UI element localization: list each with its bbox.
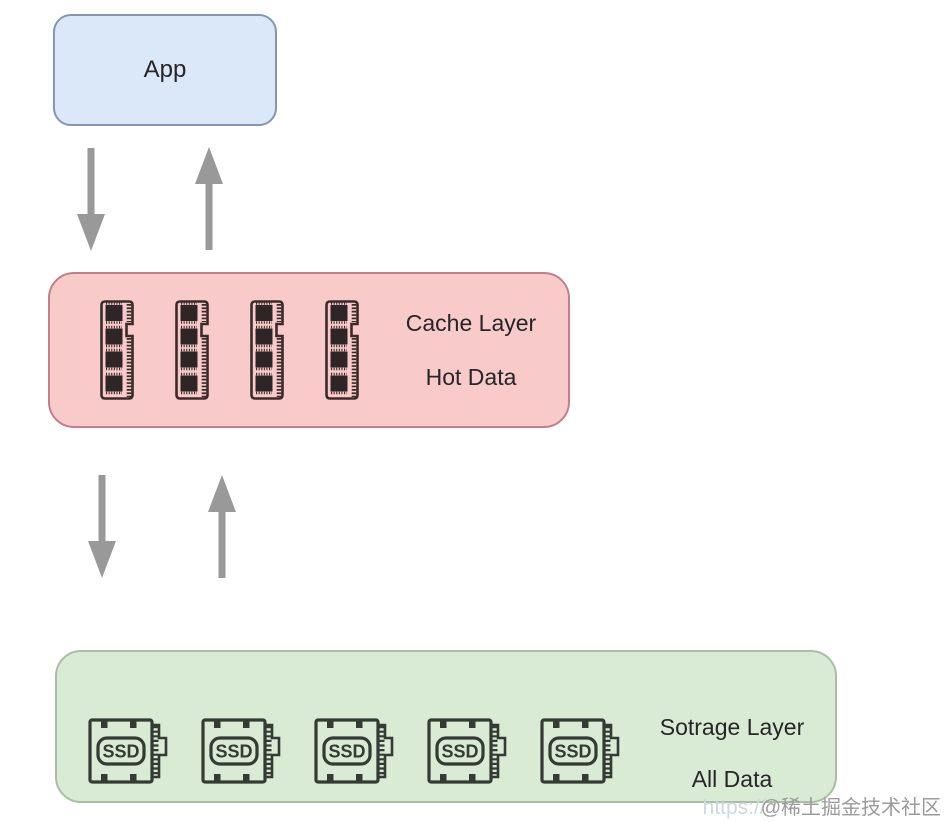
ram-icon <box>100 300 134 400</box>
ssd-icon: SSD <box>427 718 507 784</box>
watermark-handle: @稀土掘金技术社区 <box>760 797 941 819</box>
ram-icon-group <box>99 298 364 402</box>
ram-icon <box>250 300 284 400</box>
storage-layer-title: Sotrage Layer <box>659 714 805 740</box>
ram-icon <box>325 300 359 400</box>
ram-icon <box>175 300 209 400</box>
storage-layer-subtitle: All Data <box>691 765 773 792</box>
app-node-label: App <box>143 56 187 83</box>
ssd-icon-label: SSD <box>328 742 365 762</box>
ssd-icon-label: SSD <box>102 742 139 762</box>
app-node: App <box>53 14 277 126</box>
cache-layer-node: Cache Layer Hot Data <box>48 272 570 428</box>
watermark: https://@稀土掘金技术社区 <box>703 791 941 820</box>
arrow-up-icon <box>204 474 240 578</box>
arrow-up-icon <box>191 146 227 250</box>
arrow-down-icon <box>84 475 120 579</box>
watermark-url-fragment: https:// <box>702 796 766 819</box>
ssd-icon: SSD <box>314 718 394 784</box>
storage-layer-node: SSD SSD SSD <box>55 650 837 803</box>
ssd-icon: SSD <box>201 718 281 784</box>
ssd-icon-group: SSD SSD SSD <box>87 715 625 787</box>
cache-layer-title: Cache Layer <box>405 310 537 336</box>
ssd-icon-label: SSD <box>215 742 252 762</box>
ssd-icon: SSD <box>88 718 168 784</box>
cache-layer-subtitle: Hot Data <box>425 363 517 390</box>
cache-layer-labels: Cache Layer Hot Data <box>366 310 576 391</box>
storage-layer-labels: Sotrage Layer All Data <box>627 714 837 793</box>
ssd-icon: SSD <box>540 718 620 784</box>
ssd-icon-label: SSD <box>554 742 591 762</box>
arrow-down-icon <box>73 148 109 252</box>
ssd-icon-label: SSD <box>441 742 478 762</box>
